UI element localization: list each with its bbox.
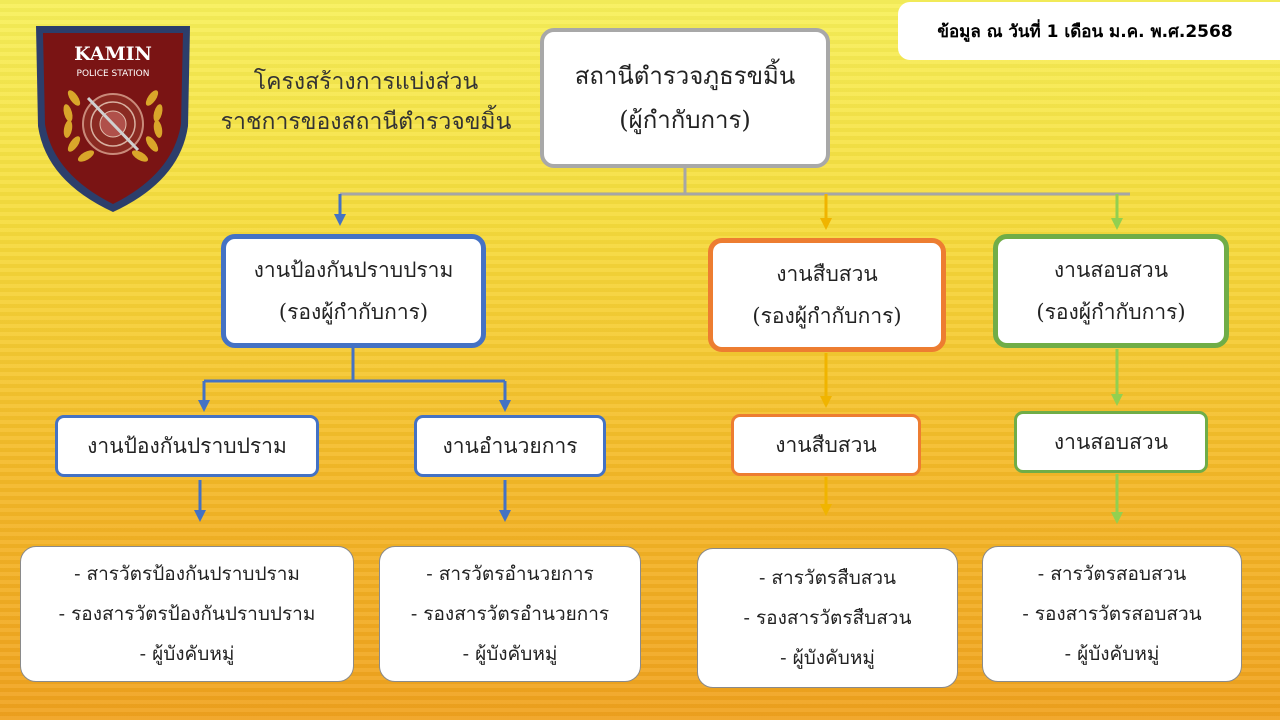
staff-item: - รองสารวัตรสืบสวน [743, 607, 912, 629]
unit-label: งานป้องกันปราบปราม [87, 433, 287, 458]
unit-prevention: งานป้องกันปราบปราม [55, 415, 319, 477]
division-title: งานสืบสวน [776, 262, 878, 286]
page-title-line1: โครงสร้างการแบ่งส่วน [253, 69, 479, 95]
unit-investigation: งานสืบสวน [731, 414, 921, 476]
staff-list-investigation: - สารวัตรสืบสวน - รองสารวัตรสืบสวน - ผู้… [697, 548, 958, 688]
division-prevention: งานป้องกันปราบปราม (รองผู้กำกับการ) [221, 234, 486, 348]
unit-label: งานอำนวยการ [442, 433, 578, 458]
laurel-wreath-icon [63, 90, 163, 162]
date-note-text: ข้อมูล ณ วันที่ 1 เดือน ม.ค. พ.ศ.2568 [937, 21, 1233, 42]
division-role: (รองผู้กำกับการ) [278, 300, 429, 324]
root-node-title: สถานีตำรวจภูธรขมิ้น [574, 62, 796, 90]
division-title: งานสอบสวน [1053, 258, 1169, 282]
date-note: ข้อมูล ณ วันที่ 1 เดือน ม.ค. พ.ศ.2568 [898, 2, 1280, 60]
logo-name-top: KAMIN [74, 43, 152, 65]
root-node-role: (ผู้กำกับการ) [619, 106, 751, 134]
staff-item: - สารวัตรสอบสวน [1037, 563, 1187, 585]
staff-item: - รองสารวัตรอำนวยการ [410, 603, 610, 625]
unit-label: งานสอบสวน [1053, 429, 1169, 454]
page-title-line2: ราชการของสถานีตำรวจขมิ้น [220, 109, 512, 135]
police-station-logo: KAMIN POLICE STATION [36, 26, 190, 212]
division-title: งานป้องกันปราบปราม [253, 258, 454, 282]
staff-list-administration: - สารวัตรอำนวยการ - รองสารวัตรอำนวยการ -… [379, 546, 641, 682]
staff-item: - ผู้บังคับหมู่ [1064, 643, 1160, 665]
logo-name-bottom: POLICE STATION [77, 69, 150, 79]
division-investigation: งานสืบสวน (รองผู้กำกับการ) [708, 238, 946, 352]
division-role: (รองผู้กำกับการ) [752, 304, 902, 328]
staff-item: - รองสารวัตรป้องกันปราบปราม [58, 603, 316, 625]
staff-list-prevention: - สารวัตรป้องกันปราบปราม - รองสารวัตรป้อ… [20, 546, 354, 682]
division-inquiry: งานสอบสวน (รองผู้กำกับการ) [993, 234, 1229, 348]
unit-administration: งานอำนวยการ [414, 415, 606, 477]
page-title: โครงสร้างการแบ่งส่วน ราชการของสถานีตำรวจ… [196, 62, 536, 142]
unit-label: งานสืบสวน [775, 432, 877, 457]
staff-item: - สารวัตรอำนวยการ [426, 563, 594, 585]
police-emblem-icon [82, 93, 144, 155]
staff-list-inquiry: - สารวัตรสอบสวน - รองสารวัตรสอบสวน - ผู้… [982, 546, 1242, 682]
staff-item: - สารวัตรป้องกันปราบปราม [74, 563, 300, 585]
staff-item: - สารวัตรสืบสวน [758, 567, 897, 589]
staff-item: - รองสารวัตรสอบสวน [1022, 603, 1202, 625]
staff-item: - ผู้บังคับหมู่ [462, 643, 558, 665]
staff-item: - ผู้บังคับหมู่ [139, 643, 235, 665]
staff-item: - ผู้บังคับหมู่ [780, 647, 875, 669]
unit-inquiry: งานสอบสวน [1014, 411, 1208, 473]
division-role: (รองผู้กำกับการ) [1036, 300, 1186, 324]
root-node-station: สถานีตำรวจภูธรขมิ้น (ผู้กำกับการ) [540, 28, 830, 168]
